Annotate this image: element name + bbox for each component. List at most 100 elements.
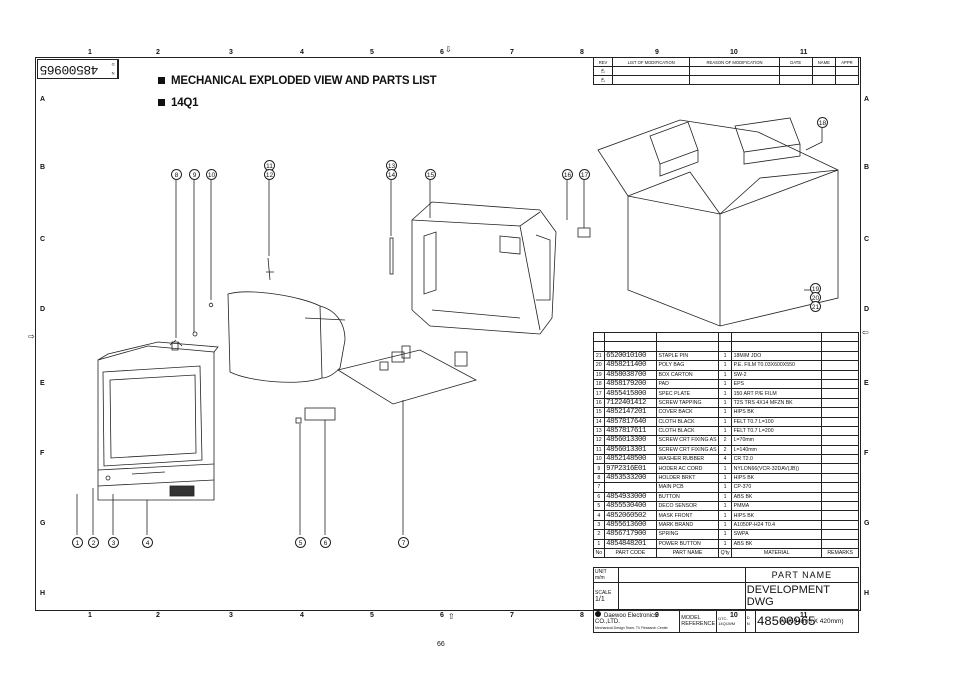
parts-cell-no: 19 xyxy=(593,369,605,380)
parts-cell-code: 4858179200 xyxy=(603,378,658,390)
parts-cell-code: 4856013301 xyxy=(603,444,658,456)
row-index: H xyxy=(864,590,870,597)
parts-cell-remarks xyxy=(821,482,859,493)
parts-cell-code: 4857817640 xyxy=(603,416,658,427)
parts-cell-material: PMMA xyxy=(731,501,823,512)
row-index: C xyxy=(864,236,870,243)
parts-cell-remarks xyxy=(821,360,859,371)
parts-cell-qty: 1 xyxy=(718,369,733,380)
parts-cell-remarks xyxy=(821,529,859,540)
column-index: 7 xyxy=(510,49,514,56)
parts-cell-no: 10 xyxy=(593,454,605,465)
parts-cell-material: L=70mm xyxy=(731,435,823,446)
column-index: 1 xyxy=(88,49,92,56)
blank-row xyxy=(593,331,859,343)
parts-cell-no: 14 xyxy=(593,416,605,427)
parts-cell-qty: 1 xyxy=(718,472,733,484)
blank-row xyxy=(593,341,859,352)
parts-cell-material: CR T2.0 xyxy=(731,454,823,465)
parts-cell-qty: 1 xyxy=(718,482,733,493)
parts-cell-remarks xyxy=(821,378,859,390)
parts-cell-material: ABS BK xyxy=(731,538,823,550)
column-index: 5 xyxy=(370,612,374,619)
parts-cell-material: FELT T0.7 L=100 xyxy=(731,416,823,427)
parts-cell-name: SCREW CRT FIXING AS xyxy=(656,435,720,446)
row-index: G xyxy=(40,520,46,527)
parts-cell-qty: 1 xyxy=(718,416,733,427)
drawing-number: 48500965 xyxy=(754,609,860,633)
parts-cell-code: 4857817611 xyxy=(603,425,658,437)
parts-cell-material: FELT T0.7 L=200 xyxy=(731,425,823,437)
parts-cell-name: SPEC PLATE xyxy=(656,388,720,399)
parts-cell-qty: 1 xyxy=(718,407,733,418)
parts-cell-material: SW-2 xyxy=(731,369,823,380)
parts-cell-material: T2S TRS 4X14 MFZN BK xyxy=(731,397,823,409)
parts-cell-no: 1 xyxy=(593,538,605,550)
parts-cell-qty: 1 xyxy=(718,360,733,371)
parts-cell-code: 4858038700 xyxy=(603,369,658,380)
parts-cell-code: 4852060502 xyxy=(603,510,658,521)
column-index: 3 xyxy=(229,612,233,619)
parts-cell-code: 4856013300 xyxy=(603,435,658,446)
column-index: 4 xyxy=(300,612,304,619)
parts-cell-name: MAIN PCB xyxy=(656,482,720,493)
company-cell: Daewoo Electronics CO.,LTD. Mechanical D… xyxy=(592,609,681,633)
page-number: 66 xyxy=(437,641,445,648)
parts-cell-qty: 4 xyxy=(718,454,733,465)
parts-cell-name: CLOTH BLACK xyxy=(656,416,720,427)
parts-cell-code: 4855613600 xyxy=(603,519,658,531)
parts-cell-no: 5 xyxy=(593,501,605,512)
parts-cell-name: PAD xyxy=(656,378,720,390)
crt-tube xyxy=(227,291,346,383)
row-index: E xyxy=(864,380,869,387)
row-index: A xyxy=(40,96,46,103)
column-index: 6 xyxy=(440,612,444,619)
row-index: C xyxy=(40,236,46,243)
parts-cell-material: A1050P-H24 T0.4 xyxy=(731,519,823,531)
part-name-label: PART NAME xyxy=(744,567,860,583)
parts-cell-code: 4854933000 xyxy=(603,491,658,503)
center-mark-top-icon: ⇩ xyxy=(445,45,452,54)
column-index: 9 xyxy=(655,49,659,56)
column-index: 3 xyxy=(229,49,233,56)
parts-cell-no: 20 xyxy=(593,360,605,371)
parts-cell-name: SCREW CRT FIXING AS xyxy=(656,444,720,456)
parts-cell-code: 4858211400 xyxy=(603,360,658,371)
parts-cell-qty: 1 xyxy=(718,463,733,474)
center-mark-bottom-icon: ⇧ xyxy=(448,612,455,621)
column-index: 11 xyxy=(800,49,808,56)
title-block: UNIT m/m PART NAME SCALE 1/1 DEVELOPMENT… xyxy=(592,567,860,633)
parts-cell-no: 17 xyxy=(593,388,605,399)
parts-cell-name: BUTTON xyxy=(656,491,720,503)
parts-cell-material: HIPS BK xyxy=(731,510,823,521)
parts-cell-qty: 1 xyxy=(718,519,733,531)
parts-cell-remarks xyxy=(821,416,859,427)
parts-cell-code: 4855415800 xyxy=(603,388,658,399)
row-index: H xyxy=(40,590,46,597)
parts-cell-name: STAPLE PIN xyxy=(656,350,720,362)
parts-cell-name: MASK FRONT xyxy=(656,510,720,521)
row-index: G xyxy=(864,520,870,527)
drawing-frame xyxy=(35,57,861,611)
parts-cell-no: 21 xyxy=(593,350,605,362)
row-index: E xyxy=(40,380,45,387)
parts-cell-remarks xyxy=(821,444,859,456)
parts-cell-no: 4 xyxy=(593,510,605,521)
parts-cell-remarks xyxy=(821,369,859,380)
column-index: 10 xyxy=(730,49,738,56)
parts-cell-code: 4854848201 xyxy=(603,538,658,550)
